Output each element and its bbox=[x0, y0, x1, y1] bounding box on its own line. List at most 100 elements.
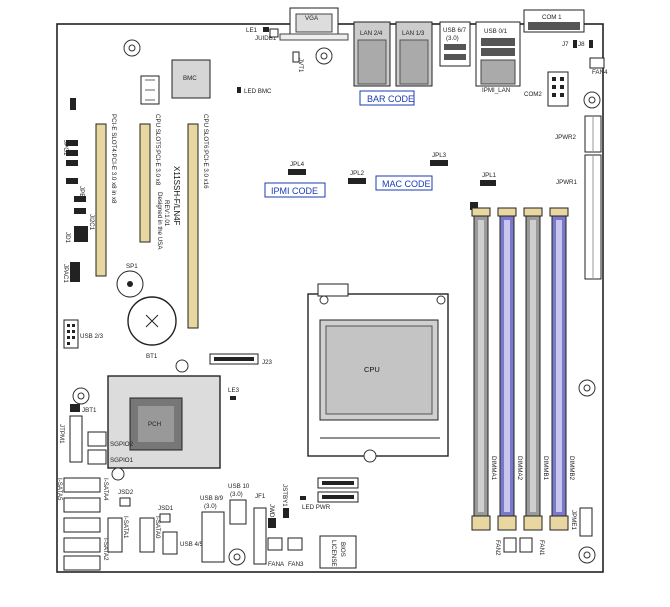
jvt1-label: JVT1 bbox=[297, 58, 304, 73]
j23-m2-slot: J23 bbox=[209, 353, 273, 366]
cpu-socket: CPU bbox=[307, 283, 449, 463]
sata5-label: I-SATA5 bbox=[56, 478, 63, 501]
usb89-label: USB 8/9 bbox=[200, 495, 224, 502]
ipmi-code-text: IPMI CODE bbox=[271, 186, 318, 196]
vga-port: VGA bbox=[279, 7, 349, 41]
fana-label: FANA bbox=[268, 561, 285, 568]
usb89-header: USB 8/9 (3.0) bbox=[200, 495, 225, 563]
slot4-label: PCI-E SLOT4:PCI-E 3.0 x8 in x8 bbox=[110, 114, 117, 204]
mount-holes bbox=[72, 39, 601, 566]
bios-license-label: LICENSE bbox=[330, 540, 337, 566]
sata1-label: I-SATA1 bbox=[122, 516, 129, 539]
dimm-labels: DIMMA1 DIMMA2 DIMMB1 DIMMB2 bbox=[490, 456, 575, 481]
com2-header: COM2 bbox=[524, 71, 569, 107]
led-bmc-label: LED BMC bbox=[244, 88, 272, 95]
usb23-header: USB 2/3 bbox=[63, 319, 104, 349]
bmc-chip: BMC bbox=[171, 59, 211, 99]
dimm-a2-label: DIMMA2 bbox=[516, 456, 523, 481]
jpl1-label: JPL1 bbox=[482, 172, 497, 179]
le3-label: LE3 bbox=[228, 387, 240, 394]
left-jumper-labels: JPG1 JPB1 JI2C1 JD1 JPAC1 bbox=[62, 140, 95, 283]
fan4-header: FAN4 bbox=[589, 57, 608, 76]
fan1-header: FAN1 bbox=[519, 537, 545, 556]
usb10-header: USB 10 (3.0) bbox=[228, 483, 250, 525]
jpl2-jumper: JPL2 bbox=[348, 170, 366, 184]
bar-code-label: BAR CODE bbox=[359, 90, 415, 106]
jbt1-jumper: JBT1 bbox=[70, 404, 97, 414]
sgpio1-header: SGPIO1 bbox=[87, 449, 134, 465]
jf1-label: JF1 bbox=[255, 493, 266, 500]
ipmi-lan-label: IPMI_LAN bbox=[482, 87, 510, 94]
le1-label: LE1 bbox=[246, 27, 258, 34]
dimm-b1-label: DIMMB1 bbox=[542, 456, 549, 481]
sgpio1-label: SGPIO1 bbox=[110, 457, 134, 464]
usb01-ipmi-port: USB 0/1 IPMI_LAN bbox=[475, 21, 521, 94]
sata-connectors bbox=[63, 477, 155, 571]
slot5-label: CPU SLOT5:PCI-E 3.0 x8 bbox=[154, 114, 161, 186]
jwd1-jumper: JWD1 bbox=[268, 504, 276, 528]
jpme1-jumper: JPME1 bbox=[570, 507, 593, 537]
jsd1-connector: JSD1 bbox=[158, 505, 174, 523]
jstby1-jumper: JSTBY1 bbox=[281, 484, 289, 518]
jpl3-jumper: JPL3 bbox=[430, 152, 448, 166]
fan3-label: FAN3 bbox=[288, 561, 304, 568]
led-pwr-label: LED PWR bbox=[302, 504, 331, 511]
com2-label: COM2 bbox=[524, 91, 542, 98]
jtpm1-header: JTPM1 bbox=[58, 415, 83, 463]
usb01-label: USB 0/1 bbox=[484, 28, 508, 35]
jpg1-label: JPG1 bbox=[62, 140, 69, 156]
sata0-label: I-SATA0 bbox=[154, 516, 161, 539]
jsd2-label: JSD2 bbox=[118, 489, 134, 496]
bios-chip: BIOS LICENSE bbox=[319, 535, 357, 569]
fana-fan3-headers: FANA FAN3 bbox=[267, 537, 304, 568]
sp1-label: SP1 bbox=[126, 263, 138, 270]
jpac1-label: JPAC1 bbox=[62, 264, 69, 283]
jstby-label: JSTBY1 bbox=[281, 484, 288, 507]
usb67-label: USB 6/7 bbox=[443, 27, 467, 34]
lan13-port: LAN 1/3 bbox=[395, 21, 433, 87]
usb45-label: USB 4/5 bbox=[180, 541, 204, 548]
usb10-sub: (3.0) bbox=[230, 491, 243, 498]
vga-label: VGA bbox=[305, 15, 319, 22]
jpwr2-label: JPWR2 bbox=[555, 134, 577, 141]
j8-label: J8 bbox=[578, 41, 585, 48]
jvt1-jumper: JVT1 bbox=[292, 51, 304, 73]
board-note-text: Designed in the USA bbox=[156, 192, 163, 250]
j7-label: J7 bbox=[562, 41, 569, 48]
sgpio2-label: SGPIO2 bbox=[110, 441, 134, 448]
bmc-memory bbox=[140, 75, 160, 105]
pcie-slot-5: CPU SLOT5:PCI-E 3.0 x8 bbox=[139, 114, 161, 243]
bt1-label: BT1 bbox=[146, 353, 158, 360]
usb89-sub: (3.0) bbox=[204, 503, 217, 510]
pch-label: PCH bbox=[148, 421, 161, 428]
jbt1-label: JBT1 bbox=[82, 407, 97, 414]
battery-bt1: BT1 bbox=[127, 296, 177, 360]
lan24-label: LAN 2/4 bbox=[360, 30, 383, 37]
bar-code-text: BAR CODE bbox=[367, 94, 414, 104]
jpl2-label: JPL2 bbox=[350, 170, 365, 177]
mac-code-label: MAC CODE bbox=[375, 175, 433, 191]
jpl4-jumper: JPL4 bbox=[288, 161, 306, 175]
le1-led: LE1 bbox=[246, 27, 269, 34]
jsd1-label: JSD1 bbox=[158, 505, 174, 512]
mac-code-text: MAC CODE bbox=[382, 179, 431, 189]
sata-labels: I-SATA5 I-SATA4 I-SATA2 I-SATA1 I-SATA0 bbox=[56, 478, 161, 561]
left-jumpers bbox=[66, 98, 88, 282]
fan1-label: FAN1 bbox=[538, 540, 545, 556]
lan24-port: LAN 2/4 bbox=[353, 21, 391, 87]
usb45-header: USB 4/5 bbox=[162, 531, 204, 555]
jd1-label: JD1 bbox=[64, 232, 71, 244]
pcie-slot-6: CPU SLOT6:PCI-E 3.0 x16 bbox=[187, 114, 209, 329]
j23-label: J23 bbox=[262, 359, 273, 366]
usb23-label: USB 2/3 bbox=[80, 333, 104, 340]
sata4-label: I-SATA4 bbox=[102, 478, 109, 501]
led-bmc: LED BMC bbox=[237, 87, 272, 95]
led-pwr: LED PWR bbox=[300, 496, 331, 511]
j7-j8-headers: J7 J8 bbox=[562, 40, 593, 48]
jpwr2-connector: JPWR2 bbox=[555, 115, 602, 153]
jpwr1-connector: JPWR1 bbox=[556, 154, 602, 280]
ji2c1-label: JI2C1 bbox=[88, 214, 95, 231]
usb10-label: USB 10 bbox=[228, 483, 250, 490]
bios-label: BIOS bbox=[339, 542, 346, 557]
